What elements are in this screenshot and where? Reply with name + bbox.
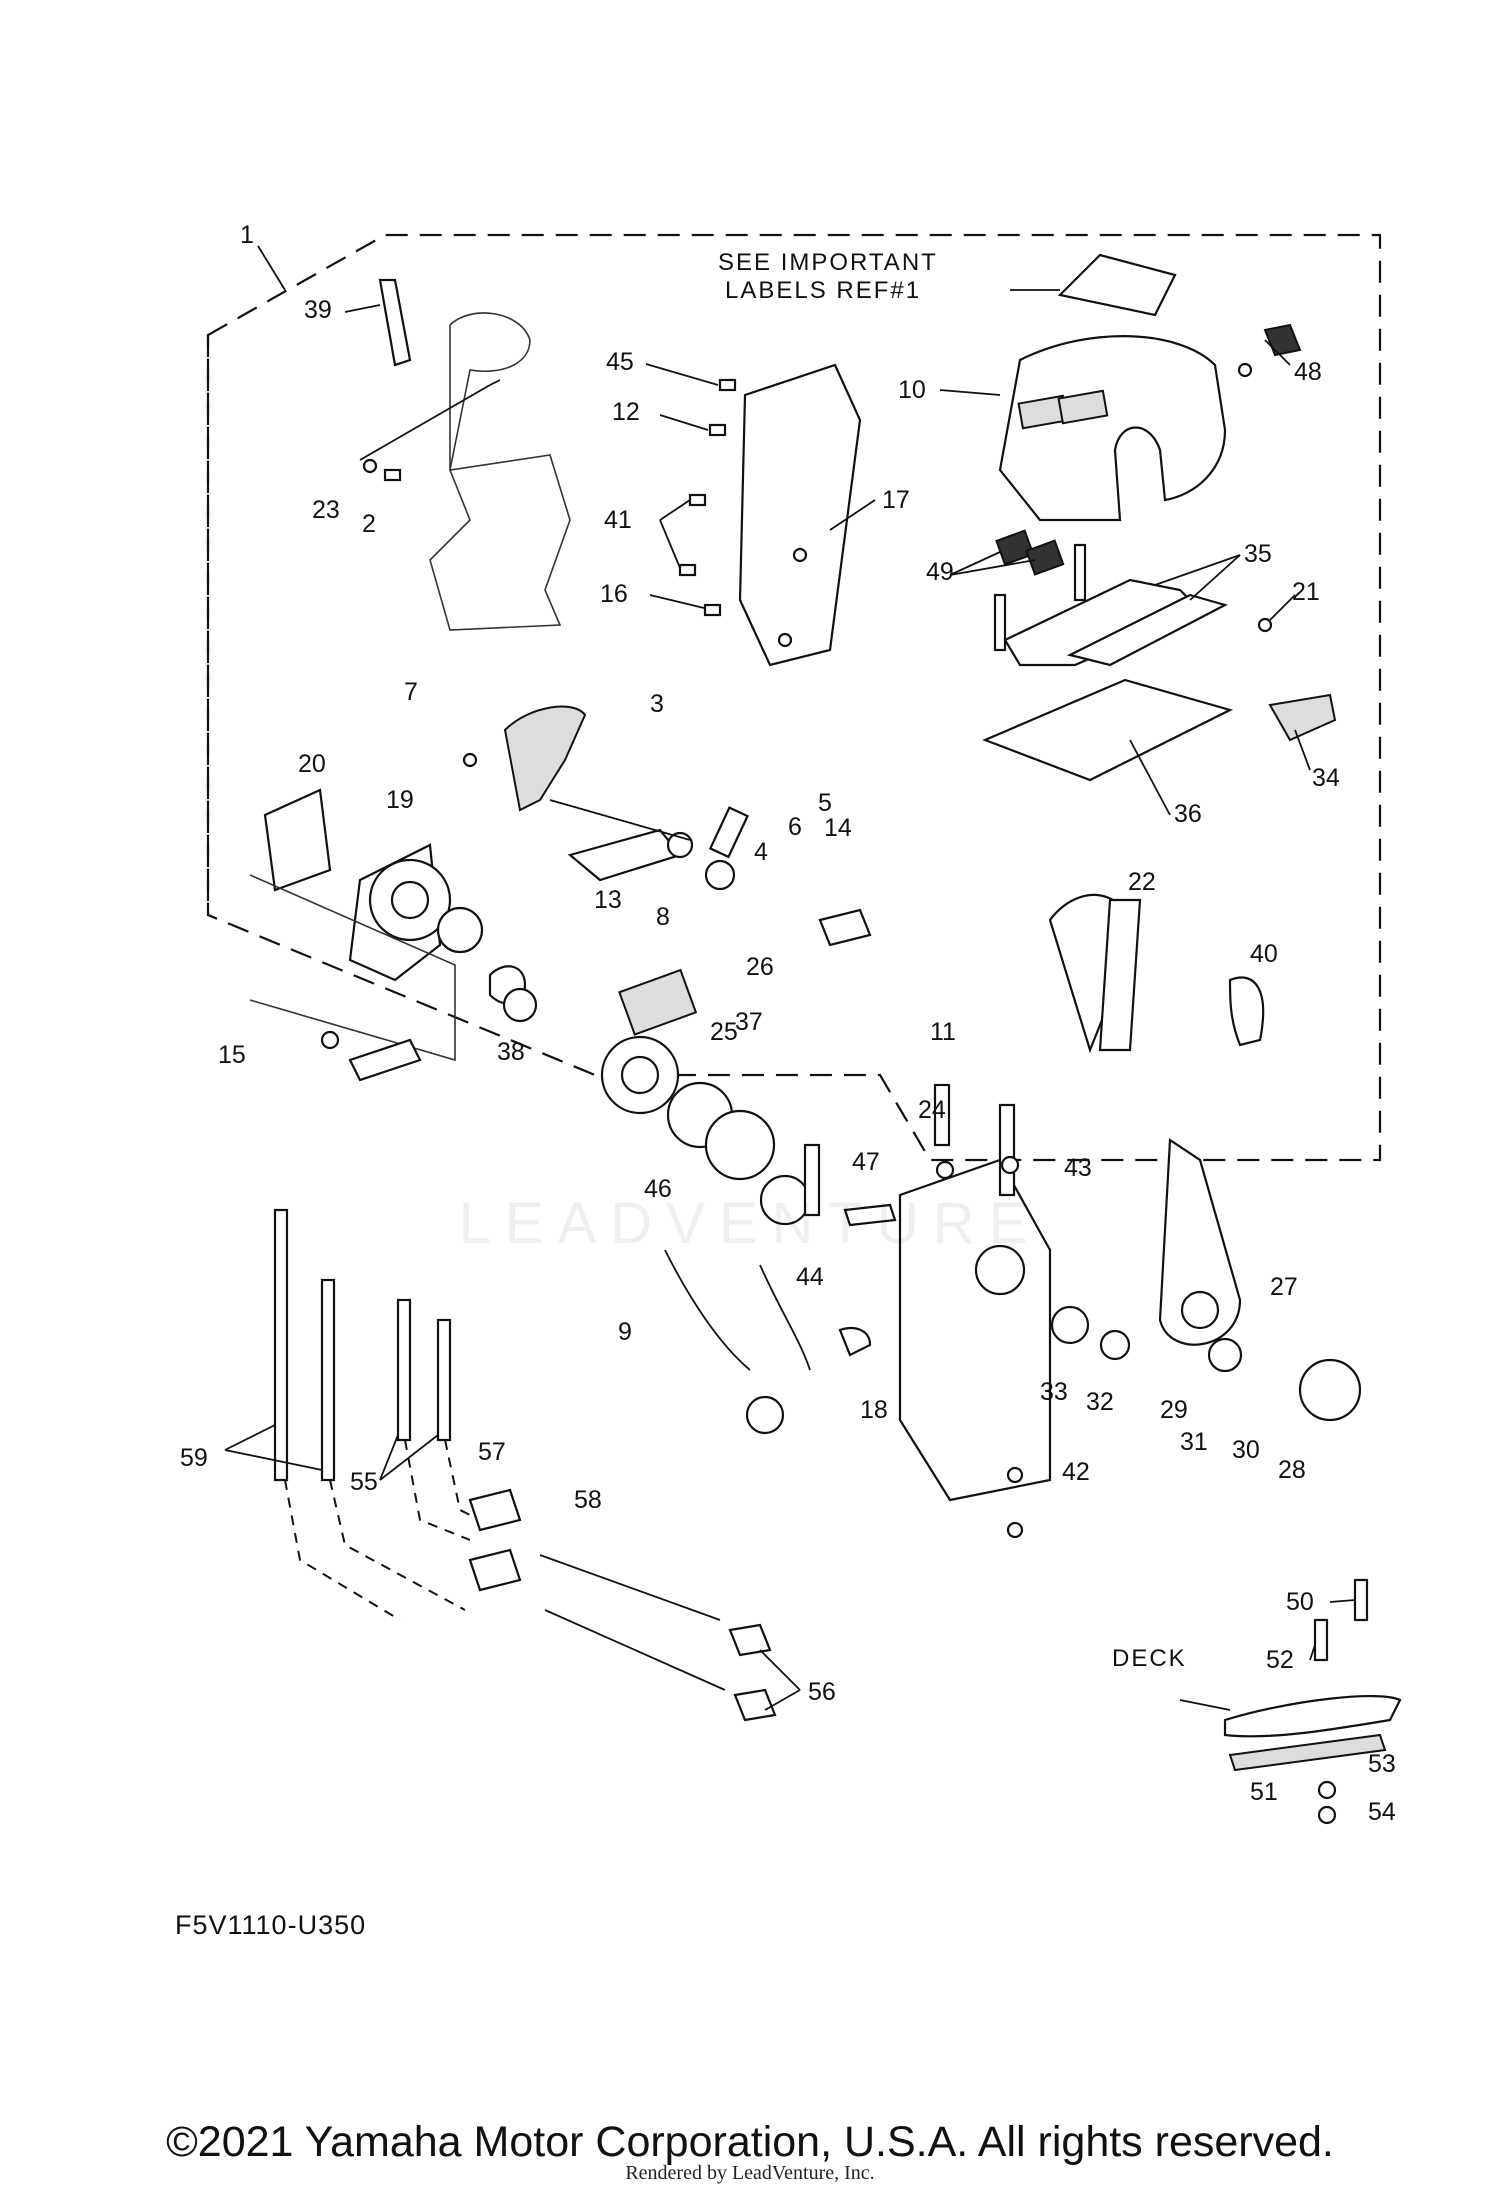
callout-29: 29 <box>1160 1396 1188 1424</box>
rendered-by-credit: Rendered by LeadVenture, Inc. <box>625 2162 875 2184</box>
leader-lines <box>224 245 1356 1711</box>
callout-52: 52 <box>1266 1646 1294 1674</box>
control-box-assembly <box>838 893 1362 1539</box>
callout-24: 24 <box>918 1096 946 1124</box>
note-line-1: SEE IMPORTANT <box>718 249 938 276</box>
top-cover-assembly <box>995 323 1302 576</box>
callout-6: 6 <box>788 813 802 841</box>
callout-7: 7 <box>404 678 418 706</box>
callout-22: 22 <box>1128 868 1156 896</box>
callout-27: 27 <box>1270 1273 1298 1301</box>
callout-37: 37 <box>735 1008 763 1036</box>
callout-49: 49 <box>926 558 954 586</box>
handle-upper-assembly <box>359 278 571 631</box>
callout-23: 23 <box>312 496 340 524</box>
callout-36: 36 <box>1174 800 1202 828</box>
callout-55: 55 <box>350 1468 378 1496</box>
deck-mount <box>1179 1578 1402 1825</box>
callout-10: 10 <box>898 376 926 404</box>
callout-46: 46 <box>644 1175 672 1203</box>
plate-assembly <box>678 363 862 667</box>
callout-11: 11 <box>930 1018 956 1046</box>
callout-18: 18 <box>860 1396 888 1424</box>
callout-45: 45 <box>606 348 634 376</box>
middle-parts <box>600 968 1020 1435</box>
throttle-arm-assembly <box>462 705 872 947</box>
callout-33: 33 <box>1040 1378 1068 1406</box>
callout-44: 44 <box>796 1263 824 1291</box>
callout-25: 25 <box>710 1018 738 1046</box>
callout-32: 32 <box>1086 1388 1114 1416</box>
callout-57: 57 <box>478 1438 506 1466</box>
callout-38: 38 <box>497 1038 525 1066</box>
callout-35: 35 <box>1244 540 1272 568</box>
callout-43: 43 <box>1064 1154 1092 1182</box>
callout-51: 51 <box>1250 1778 1278 1806</box>
diagram-code: F5V1110-U350 <box>175 1910 367 1940</box>
callout-58: 58 <box>574 1486 602 1514</box>
callout-30: 30 <box>1232 1436 1260 1464</box>
callout-14: 14 <box>824 814 852 842</box>
callout-5: 5 <box>818 789 832 817</box>
callout-12: 12 <box>612 398 640 426</box>
callout-42: 42 <box>1062 1458 1090 1486</box>
callout-8: 8 <box>656 903 670 931</box>
cable-assembly <box>273 1208 777 1722</box>
important-label-note: SEE IMPORTANT LABELS REF#1 <box>718 249 1177 317</box>
callout-26: 26 <box>746 953 774 981</box>
callout-19: 19 <box>386 786 414 814</box>
friction-plates <box>982 543 1337 782</box>
copyright-notice: ©2021 Yamaha Motor Corporation, U.S.A. A… <box>166 2118 1334 2166</box>
callout-17: 17 <box>882 486 910 514</box>
watermark: LEADVENTURE <box>458 1191 1042 1256</box>
callout-54: 54 <box>1368 1798 1396 1826</box>
callout-4: 4 <box>754 838 768 866</box>
callout-3: 3 <box>650 690 664 718</box>
callout-15: 15 <box>218 1041 246 1069</box>
callout-47: 47 <box>852 1148 880 1176</box>
callout-20: 20 <box>298 750 326 778</box>
callout-53: 53 <box>1368 1750 1396 1778</box>
callout-31: 31 <box>1180 1428 1208 1456</box>
callout-59: 59 <box>180 1444 208 1472</box>
callout-41: 41 <box>604 506 632 534</box>
callout-1: 1 <box>240 221 254 249</box>
callout-28: 28 <box>1278 1456 1306 1484</box>
callout-56: 56 <box>808 1678 836 1706</box>
callout-9: 9 <box>618 1318 632 1346</box>
note-line-2: LABELS REF#1 <box>725 277 921 304</box>
callout-48: 48 <box>1294 358 1322 386</box>
callout-50: 50 <box>1286 1588 1314 1616</box>
callout-40: 40 <box>1250 940 1278 968</box>
gear-housing-assembly <box>249 788 538 1082</box>
callout-39: 39 <box>304 296 332 324</box>
callout-21: 21 <box>1292 578 1320 606</box>
callout-34: 34 <box>1312 764 1340 792</box>
label-sheet <box>1057 253 1177 317</box>
callouts: 1 2 3 4 5 6 7 8 9 10 11 12 13 14 15 16 1… <box>180 221 1396 1826</box>
callout-16: 16 <box>600 580 628 608</box>
callout-2: 2 <box>362 510 376 538</box>
deck-label: DECK <box>1112 1645 1187 1672</box>
callout-13: 13 <box>594 886 622 914</box>
